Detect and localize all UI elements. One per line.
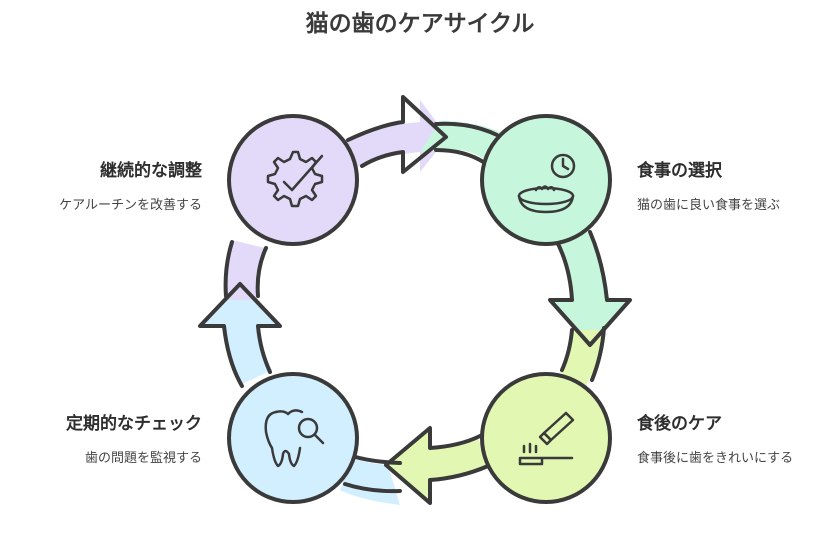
step-description: 歯の問題を監視する — [84, 451, 202, 466]
step-adjust-label: 継続的な調整 ケアルーチンを改善する — [20, 156, 202, 214]
step-title: 定期的なチェック — [66, 414, 202, 434]
step-title: 食事の選択 — [637, 161, 722, 181]
food-bowl-clock-icon — [517, 153, 576, 214]
step-description: 食事後に歯をきれいにする — [637, 451, 794, 466]
arrow-right — [548, 228, 632, 388]
diagram-title: 猫の歯のケアサイクル — [305, 11, 535, 37]
step-food-label: 食事の選択 猫の歯に良い食事を選ぶ — [637, 156, 780, 214]
node-circle-check — [227, 372, 359, 504]
step-description: ケアルーチンを改善する — [59, 198, 202, 213]
step-description: 猫の歯に良い食事を選ぶ — [637, 198, 781, 213]
node-circles — [227, 114, 612, 504]
node-circle-adjust — [227, 114, 359, 246]
step-check-label: 定期的なチェック 歯の問題を監視する — [20, 409, 202, 467]
toothbrush-toothpaste-icon — [518, 411, 575, 466]
arrow-bottom — [340, 426, 490, 505]
arrow-top — [345, 95, 500, 174]
node-circle-aftercare — [480, 372, 612, 504]
step-title: 継続的な調整 — [100, 161, 202, 181]
gear-check-icon — [266, 150, 324, 208]
node-circle-food — [480, 114, 612, 246]
arrow-left — [198, 240, 282, 388]
step-title: 食後のケア — [637, 414, 722, 434]
tooth-magnifier-icon — [264, 409, 325, 468]
step-aftercare-label: 食後のケア 食事後に歯をきれいにする — [637, 409, 807, 467]
